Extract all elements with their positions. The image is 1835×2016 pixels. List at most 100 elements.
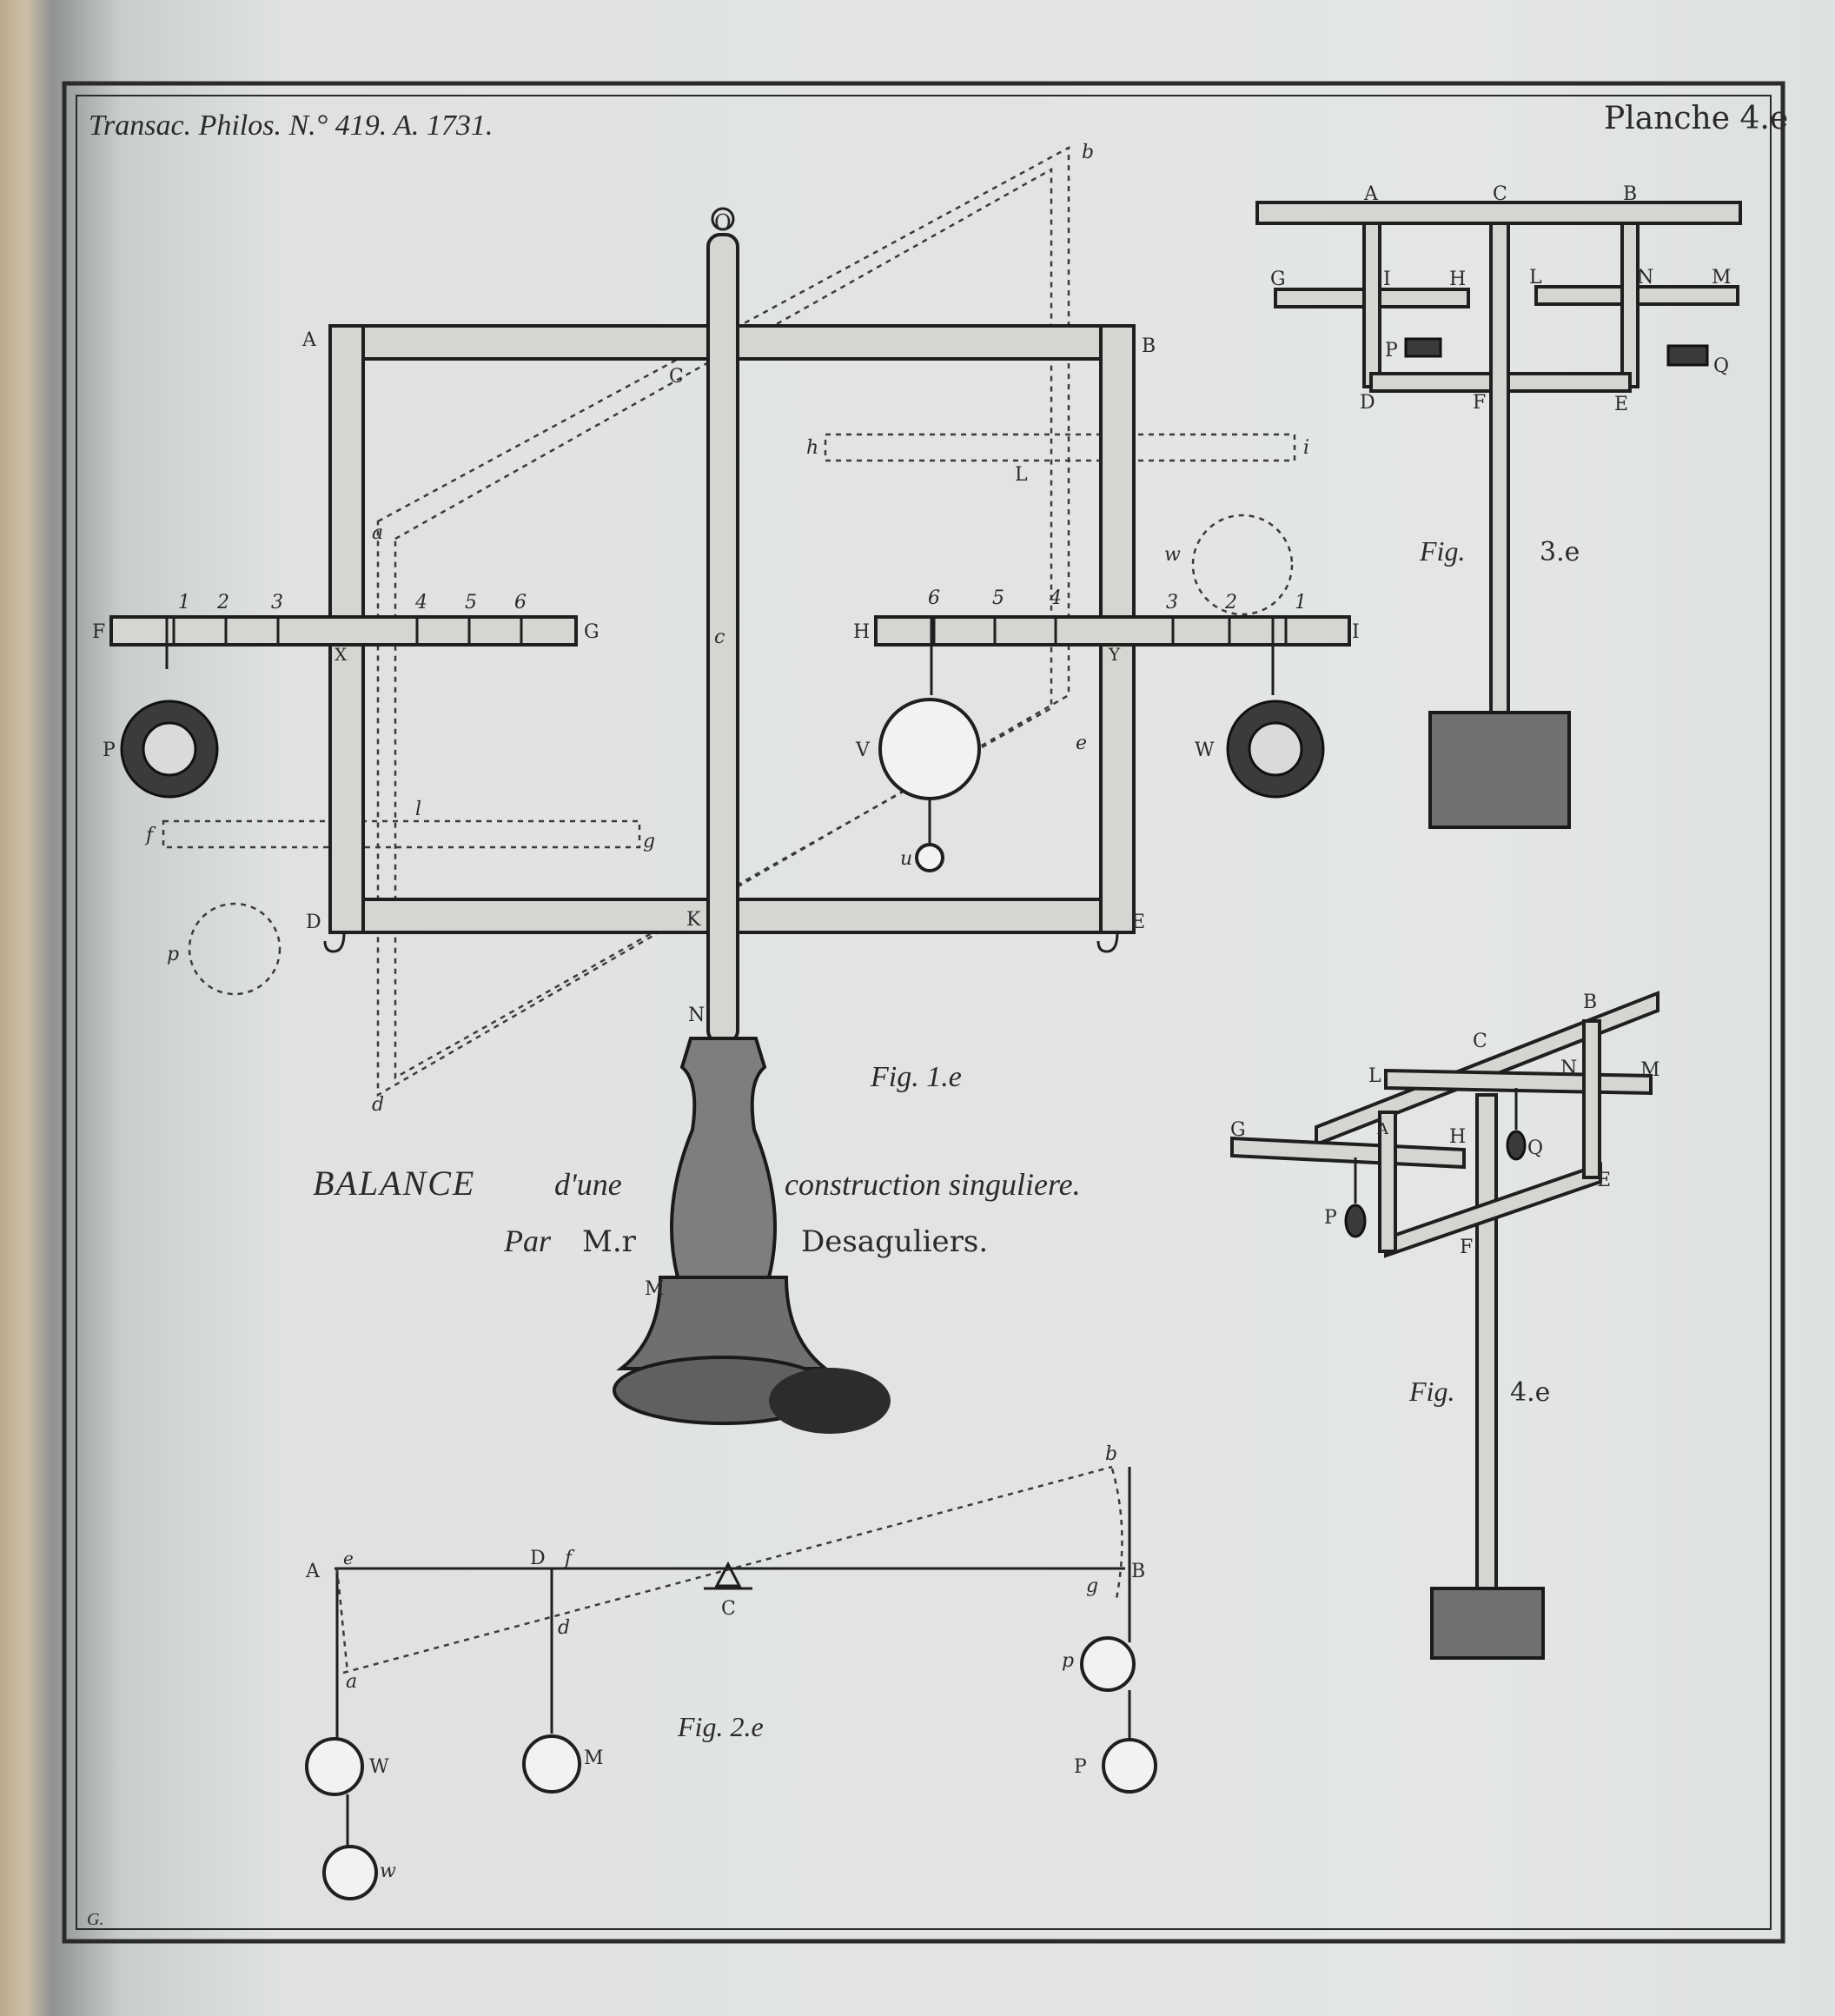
fig1-scale-right-3: 3 (1166, 592, 1178, 613)
fig3-post-ad (1362, 222, 1381, 388)
fig1-pillar-top-ring (711, 207, 735, 231)
fig3-label-i: I (1383, 269, 1391, 290)
fig4-label-g: G (1230, 1119, 1246, 1141)
fig1-label-c-upper: C (669, 366, 684, 388)
fig1-label-e-lower: e (1076, 733, 1087, 754)
fig1-label-g-lower: g (643, 831, 655, 852)
fig1-label-f-upper: F (92, 621, 105, 643)
fig1-scale-left-3: 3 (271, 592, 283, 613)
fig3-caption: Fig. (1419, 535, 1465, 567)
fig2-weight-p (1102, 1738, 1157, 1794)
fig4-label-n: N (1560, 1058, 1577, 1079)
fig4-label-b: B (1583, 991, 1597, 1013)
fig1-dashed-weight-w (1191, 514, 1294, 616)
fig1-weight-p-highlight (142, 721, 197, 777)
fig1-label-d-lower: d (372, 1094, 384, 1116)
fig1-label-h-lower: h (806, 437, 818, 459)
fig1-label-l-upper: L (1015, 464, 1028, 486)
fig1-label-i-upper: I (1352, 621, 1360, 643)
fig1-label-g-upper: G (584, 621, 600, 643)
fig4-label-f: F (1460, 1237, 1473, 1258)
fig1-label-a-lower: a (372, 522, 383, 544)
fig1-label-y-upper: Y (1108, 644, 1121, 665)
fig3-label-a: A (1363, 183, 1379, 205)
fig1-label-w-lower: w (1164, 544, 1181, 566)
fig1-scale-left-5: 5 (465, 592, 477, 613)
fig1-scale-right-5: 5 (992, 587, 1004, 609)
fig1-label-p-upper: P (103, 739, 116, 761)
header-right-text: Planche 4.e (1604, 101, 1788, 136)
fig1-caption: Fig. 1.e (870, 1061, 962, 1093)
fig4-post-right (1582, 1019, 1601, 1179)
fig3-weight-p (1404, 337, 1442, 358)
fig4-top-beam-ab (1315, 991, 1659, 1147)
fig4-label-q: Q (1527, 1137, 1543, 1159)
fig2-weight-w-lower (322, 1845, 378, 1900)
fig1-scale-right-1: 1 (1295, 592, 1307, 613)
fig3-top-beam (1255, 201, 1742, 225)
fig2-dashed-arc (1110, 1468, 1123, 1600)
fig3-label-p: P (1385, 340, 1398, 361)
fig1-label-v-upper: V (855, 739, 871, 761)
fig4-label-e: E (1597, 1170, 1611, 1191)
fig3-label-n: N (1637, 267, 1653, 288)
fig2-weight-p-lower (1080, 1636, 1136, 1692)
fig1-scale-left-4: 4 (414, 592, 427, 613)
fig2-label-p-upper: P (1074, 1756, 1087, 1778)
fig1-label-a-upper: A (301, 329, 317, 351)
fig1-label-l-lower: l (415, 799, 421, 820)
fig3-center-post (1489, 222, 1510, 768)
fig2-label-d-upper: D (530, 1548, 546, 1569)
fig3-label-e: E (1614, 394, 1628, 415)
fig1-label-u-lower: u (900, 848, 912, 870)
fig1-scale-left-2: 2 (216, 592, 229, 613)
fig4-center-post (1475, 1093, 1498, 1601)
fig1-arm-fg (109, 615, 578, 647)
title-dune: d'une (554, 1167, 622, 1202)
fig2-weight-w (305, 1737, 364, 1796)
fig4-label-h: H (1449, 1126, 1466, 1148)
fig4-label-p: P (1324, 1207, 1337, 1229)
fig1-arm-hi (874, 615, 1351, 647)
fig1-scale-left-6: 6 (514, 592, 527, 613)
fig2-label-w-upper: W (369, 1756, 389, 1778)
fig1-dashed-bar-hi (824, 433, 1296, 462)
fig1-weight-v (878, 698, 981, 800)
fig1-arm-hi-ticks (932, 617, 1288, 645)
fig4-number: 4.e (1510, 1377, 1550, 1408)
fig2-label-g-lower: g (1086, 1575, 1098, 1597)
fig4-weight-q (1506, 1130, 1527, 1161)
fig3-label-d: D (1360, 392, 1375, 414)
fig3-number: 3.e (1540, 537, 1580, 567)
fig1-dashed-frame (376, 145, 1070, 1098)
fig4-base-block (1430, 1587, 1545, 1660)
fig1-arm-fg-ticks (172, 617, 523, 645)
fig2-label-m-upper: M (584, 1747, 604, 1769)
header-left-text: Transac. Philos. N.° 419. A. 1731. (89, 109, 493, 142)
fig1-label-m-upper: M (645, 1278, 665, 1300)
fig1-label-c-lower: c (714, 627, 725, 648)
fig3-label-m: M (1712, 267, 1732, 288)
fig1-scale-right-6: 6 (928, 587, 940, 609)
title-construction: construction singuliere. (785, 1167, 1081, 1202)
fig2-label-p-lower: p (1062, 1650, 1074, 1672)
fig1-dashed-bar-fg (162, 819, 641, 849)
fig1-hook-e (1096, 932, 1119, 953)
fig3-label-l: L (1529, 267, 1542, 288)
title-mr: M.r (582, 1224, 637, 1259)
figure-4: B C L N M G A H Q E P F Fig. 4.e (1230, 991, 1660, 1660)
fig1-pedestal-shadow (769, 1368, 891, 1434)
fig4-post-left (1378, 1111, 1397, 1253)
fig1-label-p-lower: p (167, 944, 179, 965)
fig2-label-w-lower: w (380, 1860, 396, 1882)
fig1-scale-right-4: 4 (1049, 587, 1062, 609)
fig3-base-block (1428, 711, 1571, 829)
fig2-label-e-lower: e (343, 1548, 354, 1568)
fig2-dashed-beam (342, 1465, 1113, 1674)
fig4-label-c: C (1473, 1031, 1487, 1052)
fig1-label-e-upper: E (1131, 912, 1145, 933)
fig1-label-k-upper: K (686, 909, 701, 931)
fig2-label-f-lower: f (563, 1548, 575, 1569)
